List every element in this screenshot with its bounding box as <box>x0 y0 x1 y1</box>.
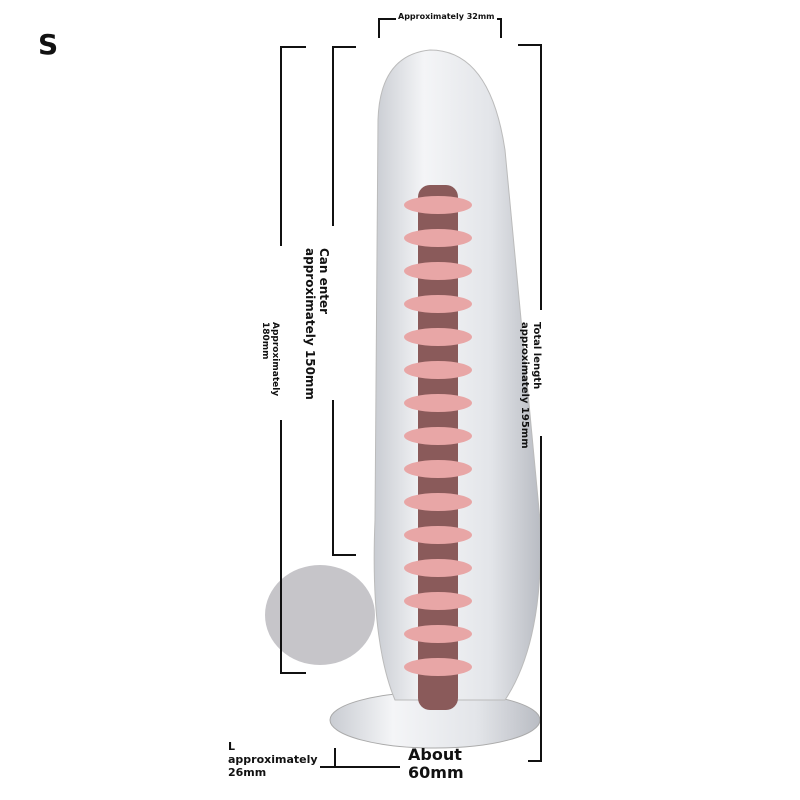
core-rib <box>404 328 472 346</box>
side-part <box>265 565 375 665</box>
core-rib <box>404 592 472 610</box>
core-rib <box>404 361 472 379</box>
core-rib <box>404 427 472 445</box>
size-label: S <box>38 28 59 61</box>
core-rod <box>418 185 458 710</box>
core-rib <box>404 493 472 511</box>
core-rib <box>404 295 472 313</box>
core-rib <box>404 229 472 247</box>
core-rib <box>404 196 472 214</box>
head-width-label: Approximately 32mm <box>396 12 497 21</box>
core-rib <box>404 460 472 478</box>
core-rib <box>404 394 472 412</box>
core-rib <box>404 262 472 280</box>
core-rib <box>404 658 472 676</box>
core-rib <box>404 559 472 577</box>
core-rib <box>404 526 472 544</box>
core-rib <box>404 625 472 643</box>
pink-core <box>404 185 472 710</box>
